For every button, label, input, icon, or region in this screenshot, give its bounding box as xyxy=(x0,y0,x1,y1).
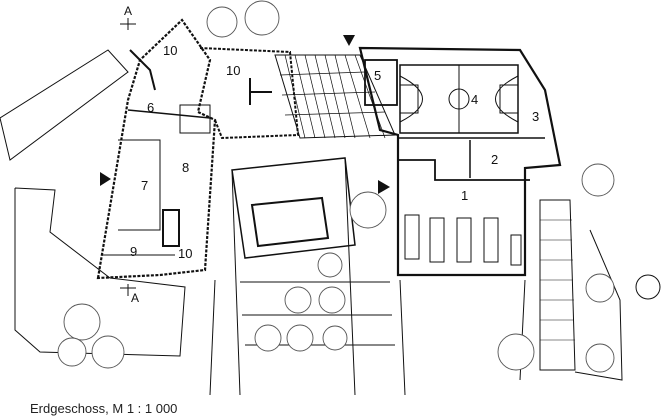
entry-arrow-top xyxy=(343,35,355,46)
room-label-10c: 10 xyxy=(178,246,192,261)
court-key-left xyxy=(400,84,419,114)
right-site-edge xyxy=(574,229,623,381)
tree xyxy=(581,163,615,197)
stair-wall-10a xyxy=(129,49,156,91)
sports-field xyxy=(250,196,330,248)
room-label-3: 3 xyxy=(532,109,539,124)
tree xyxy=(244,0,280,36)
tree xyxy=(585,273,615,303)
tree xyxy=(284,286,312,314)
plan-caption: Erdgeschoss, M 1 : 1 000 xyxy=(30,401,178,416)
room-label-1: 1 xyxy=(461,188,468,203)
site-boundary-left xyxy=(14,187,186,357)
courtyard-path-3 xyxy=(344,157,356,396)
room-2-walls xyxy=(398,159,530,181)
wc-block xyxy=(179,104,211,134)
section-marker-top: A xyxy=(120,4,136,30)
north-arrow xyxy=(635,274,661,300)
tree xyxy=(585,343,615,373)
vehicle-bays xyxy=(404,214,522,266)
right-ramp xyxy=(539,199,576,371)
section-label-top: A xyxy=(124,4,132,18)
room-5-block xyxy=(364,59,398,106)
room-label-5: 5 xyxy=(374,68,381,83)
tree xyxy=(349,191,387,229)
tree xyxy=(91,335,125,369)
left-building-outline xyxy=(96,18,217,280)
court-key-right xyxy=(499,84,518,114)
tree xyxy=(318,286,346,314)
left-building-inner-wall xyxy=(127,109,211,119)
section-marker-bottom: A xyxy=(120,284,139,305)
room-label-8: 8 xyxy=(182,160,189,175)
right-ramp-lines xyxy=(540,219,575,341)
courtyard-path-1 xyxy=(209,279,216,396)
room-label-4: 4 xyxy=(471,92,478,107)
hall-building-outline xyxy=(358,46,562,277)
room-label-6: 6 xyxy=(147,100,154,115)
entry-arrow-mid xyxy=(378,180,390,194)
landscape-edge-west xyxy=(0,49,129,161)
tree xyxy=(254,324,282,352)
tree xyxy=(206,6,238,38)
middle-wing-outline xyxy=(199,47,300,140)
shaft-10c xyxy=(162,209,180,247)
room-label-7: 7 xyxy=(141,178,148,193)
tree xyxy=(63,303,101,341)
courtyard-outline xyxy=(231,157,356,259)
trees xyxy=(57,0,615,373)
court-three-right xyxy=(495,75,519,123)
road-edge xyxy=(399,279,406,396)
entry-arrow-left xyxy=(100,172,111,186)
room-label-9: 9 xyxy=(130,244,137,259)
tree xyxy=(317,252,343,278)
room-label-10b: 10 xyxy=(226,63,240,78)
corridor-7 xyxy=(118,139,161,231)
tree xyxy=(57,337,87,367)
entry-arrows xyxy=(100,35,390,194)
court-three-left xyxy=(399,75,423,123)
court-center-circle xyxy=(448,88,470,110)
section-label-bottom: A xyxy=(131,291,139,305)
room-label-10a: 10 xyxy=(163,43,177,58)
ramp-lines xyxy=(279,54,386,139)
tree xyxy=(286,324,314,352)
courtyard-path-2 xyxy=(231,169,241,396)
room-label-2: 2 xyxy=(491,152,498,167)
tree xyxy=(497,333,535,371)
tree xyxy=(322,325,348,351)
